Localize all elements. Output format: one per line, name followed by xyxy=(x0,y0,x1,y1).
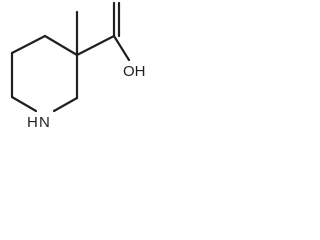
bond-c2-n1 xyxy=(52,96,79,113)
bond-c5-c4 xyxy=(10,34,47,55)
piperidine-ring xyxy=(10,34,79,113)
bond-c4-c3 xyxy=(43,34,79,57)
bond-n1-c6 xyxy=(10,95,38,113)
nitrogen-label: N xyxy=(39,114,50,131)
chemical-structure: OH N H xyxy=(10,1,146,131)
nitrogen-hydrogen-label: H xyxy=(27,114,38,131)
ring-nitrogen: N H xyxy=(27,114,50,131)
hydroxyl-label: OH xyxy=(123,63,146,80)
bond-c-oh xyxy=(112,34,131,62)
carboxylic-acid-group: OH xyxy=(75,1,146,80)
bond-c3-carboxyl xyxy=(75,34,116,57)
